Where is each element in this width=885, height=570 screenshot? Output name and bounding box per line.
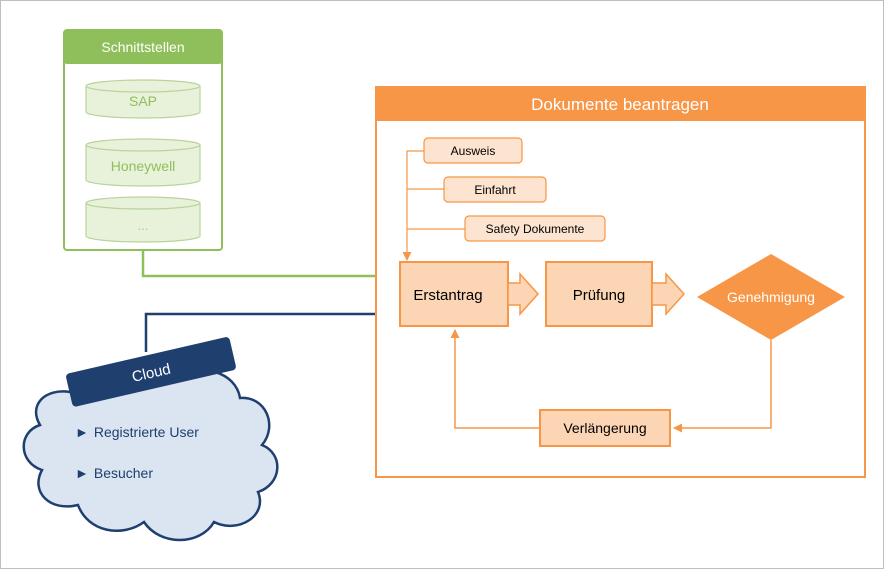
- step-approval: [697, 254, 845, 340]
- step-extension: [539, 409, 671, 447]
- cloud-item-visitor-label: Besucher: [94, 465, 153, 481]
- cloud-item-visitor: ► Besucher: [75, 465, 153, 481]
- step-initial-label: Erstantrag: [413, 287, 482, 304]
- interfaces-title: Schnittstellen: [101, 39, 184, 55]
- database-label-honeywell: Honeywell: [111, 158, 176, 174]
- step-approval-label: Genehmigung: [727, 289, 815, 305]
- cloud-icon: [22, 364, 279, 542]
- interfaces-header: [64, 30, 222, 64]
- connector-extension-to-initial: [450, 329, 540, 429]
- document-tag-einfahrt: [443, 176, 547, 203]
- connector-documents: [402, 150, 424, 261]
- process-title: Dokumente beantragen: [531, 95, 709, 114]
- database-sap: SAP: [85, 79, 201, 119]
- cloud-shape: Cloud ► Registrierte User ► Besucher: [22, 337, 279, 542]
- document-label-ausweis: Ausweis: [451, 144, 496, 158]
- document-tag-safety: [464, 215, 606, 242]
- connector-cloud-to-initial: [144, 309, 399, 352]
- database-more: ...: [85, 196, 201, 243]
- cloud-item-registered: ► Registrierte User: [75, 424, 199, 440]
- process-header: [376, 87, 865, 121]
- cloud-banner: Cloud: [66, 337, 236, 407]
- database-label-sap: SAP: [129, 93, 157, 109]
- cloud-item-registered-label: Registrierte User: [94, 424, 199, 440]
- flow-arrow-icon: [651, 272, 686, 316]
- database-icon: [85, 79, 201, 93]
- database-label-more: ...: [138, 218, 149, 233]
- bullet-icon: ►: [75, 424, 89, 440]
- document-label-safety: Safety Dokumente: [486, 222, 585, 236]
- process-panel: Dokumente beantragen Ausweis Einfahrt Sa…: [375, 86, 866, 478]
- connector-approval-to-extension: [673, 340, 772, 433]
- step-review: [545, 261, 653, 327]
- interfaces-panel: Schnittstellen SAP Honeywell ...: [63, 29, 223, 251]
- connector-interfaces-to-initial: [141, 250, 399, 281]
- database-icon: [85, 138, 201, 152]
- document-label-einfahrt: Einfahrt: [474, 183, 516, 197]
- step-review-label: Prüfung: [573, 287, 626, 304]
- flow-arrow-icon: [507, 272, 540, 316]
- database-honeywell: Honeywell: [85, 138, 201, 187]
- database-icon: [85, 196, 201, 210]
- bullet-icon: ►: [75, 465, 89, 481]
- document-tag-ausweis: [423, 137, 523, 164]
- step-extension-label: Verlängerung: [563, 420, 646, 436]
